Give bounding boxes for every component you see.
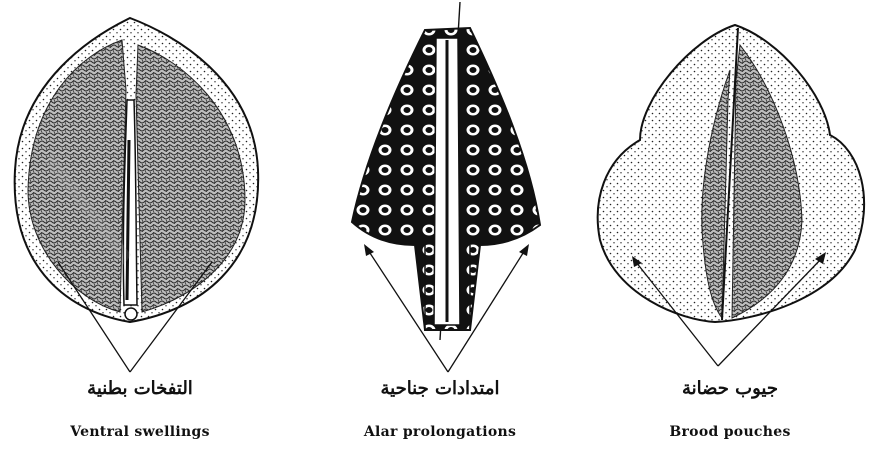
brood-pouches-label: Brood pouches [625, 424, 835, 440]
alar-prolongations-arabic-label: امتدادات جناحية [340, 378, 540, 399]
ventral-swellings-arabic-label: التفخات بطنية [40, 378, 240, 399]
brood-pouches-arabic-label: جيوب حضانة [630, 378, 830, 399]
figure-brood-pouches [598, 25, 864, 366]
figure-ventral-swellings [15, 18, 259, 372]
ventral-swelling-right [136, 45, 245, 312]
figure-alar-prolongations [352, 2, 540, 372]
ventral-groove [123, 100, 137, 305]
alar-prolongations-label: Alar prolongations [335, 424, 545, 440]
ventral-swellings-label: Ventral swellings [40, 424, 240, 440]
